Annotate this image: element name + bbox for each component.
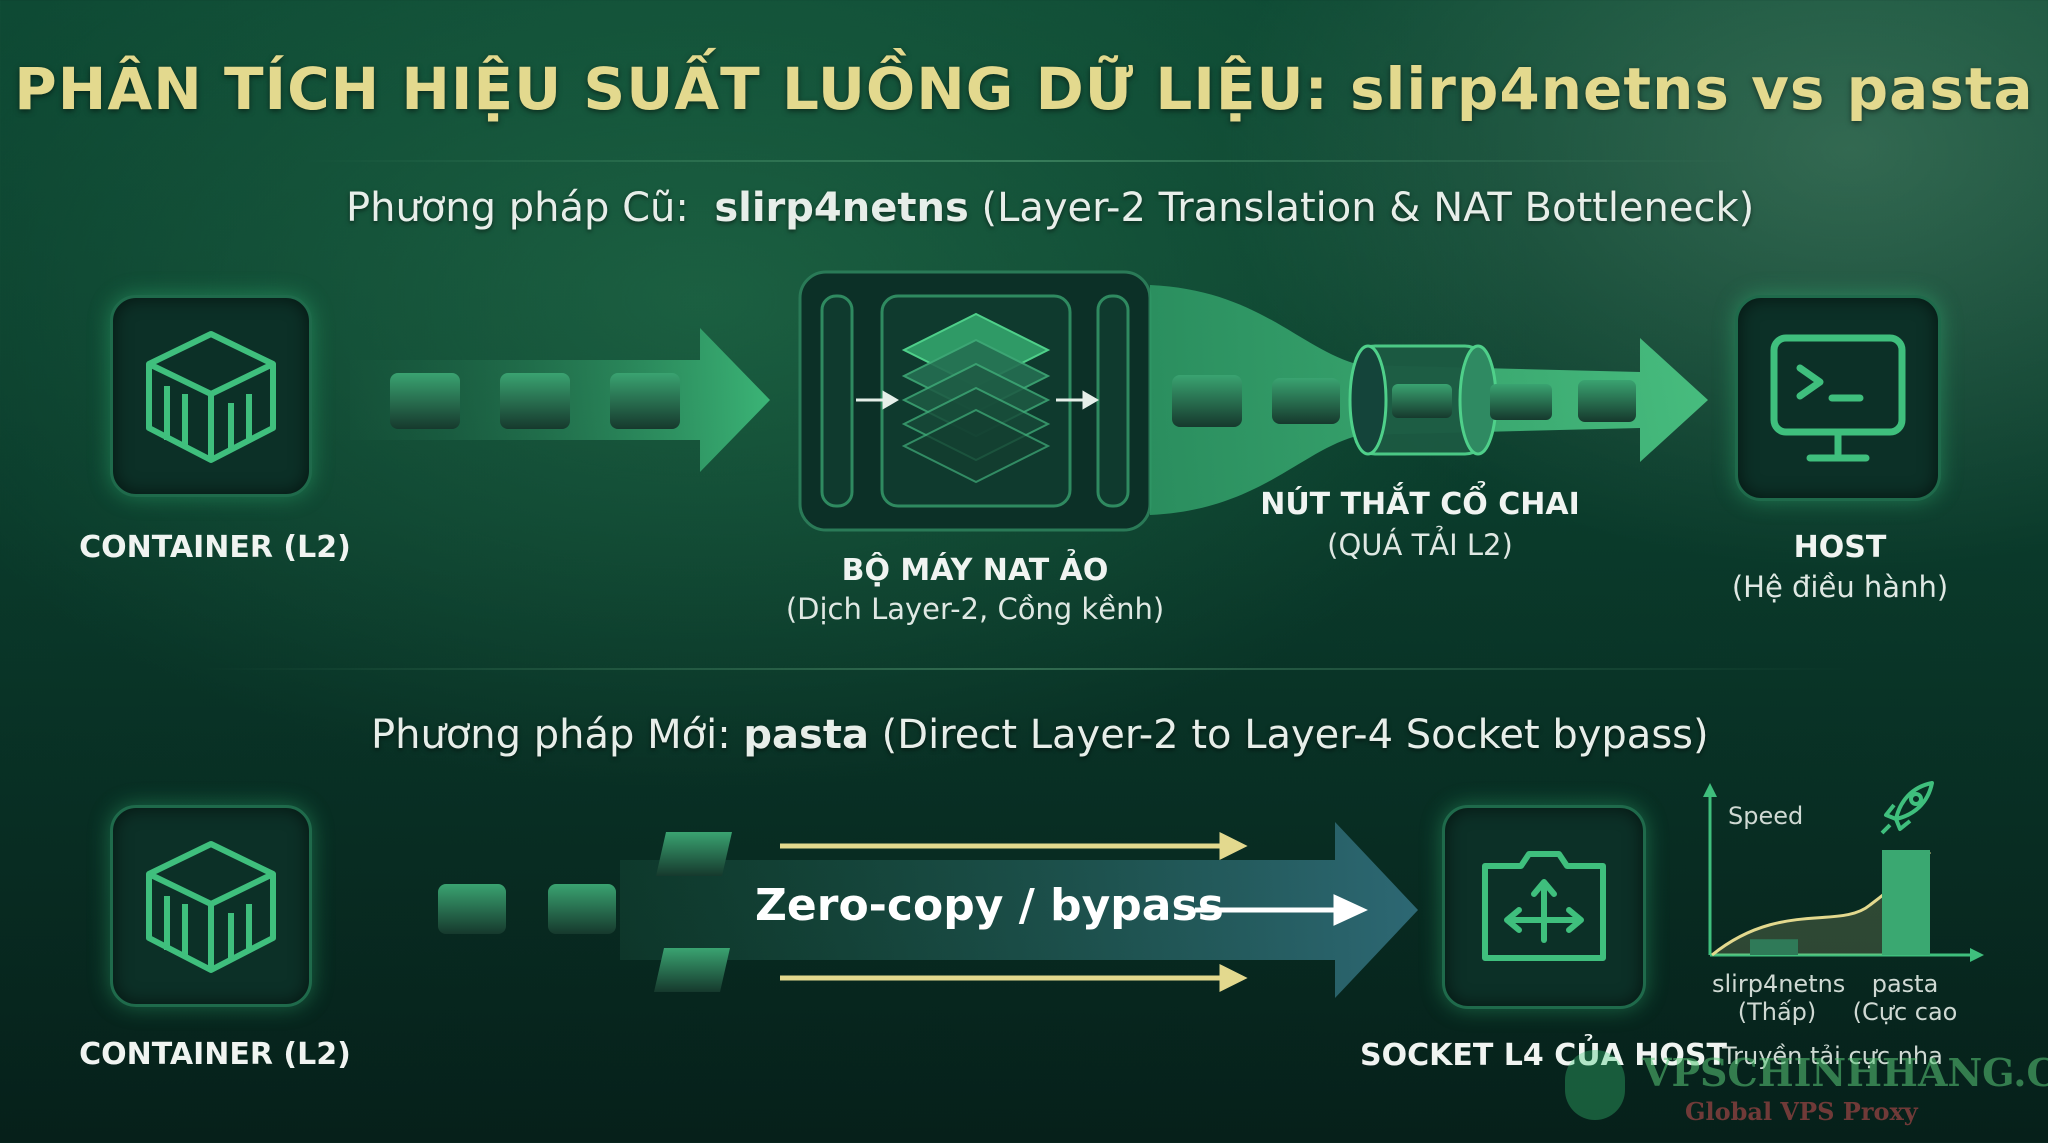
nat-left-bar — [820, 294, 854, 508]
packet — [1490, 384, 1552, 420]
new-method-name: pasta — [743, 712, 869, 758]
bypass-white-arrow — [1195, 894, 1368, 926]
bypass-label: Zero-copy / bypass — [755, 880, 1224, 931]
speed-streaks-new — [360, 838, 660, 984]
socket-label: SOCKET L4 CỦA HOST — [1360, 1038, 1727, 1073]
packet — [390, 373, 460, 429]
host-box — [1735, 295, 1941, 501]
new-container-box — [110, 805, 312, 1007]
bar-note-pasta: (Cực cao — [1852, 998, 1958, 1026]
nat-label: BỘ MÁY NAT ẢO — [841, 553, 1109, 588]
new-method-heading: Phương pháp Mới: pasta (Direct Layer-2 t… — [371, 712, 1709, 758]
bar-label-slirp: slirp4netns — [1712, 970, 1846, 998]
speed-axis-label: Speed — [1728, 802, 1804, 830]
old-method-heading: Phương pháp Cũ: slirp4netns (Layer-2 Tra… — [346, 185, 1754, 231]
host-label: HOST — [1793, 530, 1887, 565]
watermark-brand: VPSCHINHHANG.COM — [1642, 1050, 2048, 1095]
speed-bar-slirp4netns — [1750, 939, 1798, 955]
container-icon — [146, 841, 276, 973]
speed-streaks-old — [330, 376, 395, 422]
bar-note-slirp: (Thấp) — [1737, 998, 1817, 1026]
old-container-box — [110, 295, 312, 497]
packet — [1392, 384, 1452, 418]
bar-label-pasta: pasta — [1871, 970, 1939, 998]
socket-box — [1442, 805, 1646, 1009]
bottleneck-sublabel: (QUÁ TẢI L2) — [1327, 528, 1513, 562]
packet — [1172, 375, 1242, 427]
network-socket-icon — [1482, 851, 1606, 961]
old-method-name: slirp4netns — [714, 185, 969, 231]
host-sublabel: (Hệ điều hành) — [1731, 570, 1949, 604]
bypass-arrow — [620, 822, 1418, 998]
nat-sublabel: (Dịch Layer-2, Cồng kềnh) — [785, 592, 1165, 626]
speed-curve — [1712, 852, 1930, 955]
packet — [610, 373, 680, 429]
top-divider — [300, 160, 1750, 162]
container-icon — [146, 331, 276, 463]
packet — [1578, 380, 1636, 422]
packet — [654, 948, 730, 992]
old-container-label: CONTAINER (L2) — [79, 530, 351, 565]
speed-bar-pasta — [1882, 850, 1930, 955]
watermark-logo — [1565, 1050, 1625, 1120]
packet — [438, 884, 506, 934]
packet — [656, 832, 732, 876]
middle-divider — [200, 668, 1850, 670]
new-method-prefix: Phương pháp Mới: — [371, 712, 731, 758]
bottleneck-label: NÚT THẮT CỔ CHAI — [1260, 487, 1580, 522]
gold-rays — [780, 831, 1248, 993]
new-container-label: CONTAINER (L2) — [79, 1037, 351, 1072]
nat-right-bar — [1096, 294, 1130, 508]
watermark-tagline: Global VPS Proxy — [1685, 1097, 1918, 1126]
old-method-prefix: Phương pháp Cũ: — [346, 185, 689, 231]
old-method-desc: (Layer-2 Translation & NAT Bottleneck) — [981, 185, 1755, 231]
terminal-monitor-icon — [1770, 334, 1906, 462]
rocket-icon — [1876, 775, 1940, 843]
packet — [548, 884, 616, 934]
packet — [500, 373, 570, 429]
new-method-desc: (Direct Layer-2 to Layer-4 Socket bypass… — [881, 712, 1709, 758]
socket-sublabel: Truyền tải cực nha — [1722, 1042, 1943, 1070]
nat-layers-icon — [901, 312, 1051, 484]
page-title: PHÂN TÍCH HIỆU SUẤT LUỒNG DỮ LIỆU: slirp… — [14, 55, 2034, 123]
nat-arrows — [856, 390, 1099, 410]
packet — [1272, 378, 1340, 424]
